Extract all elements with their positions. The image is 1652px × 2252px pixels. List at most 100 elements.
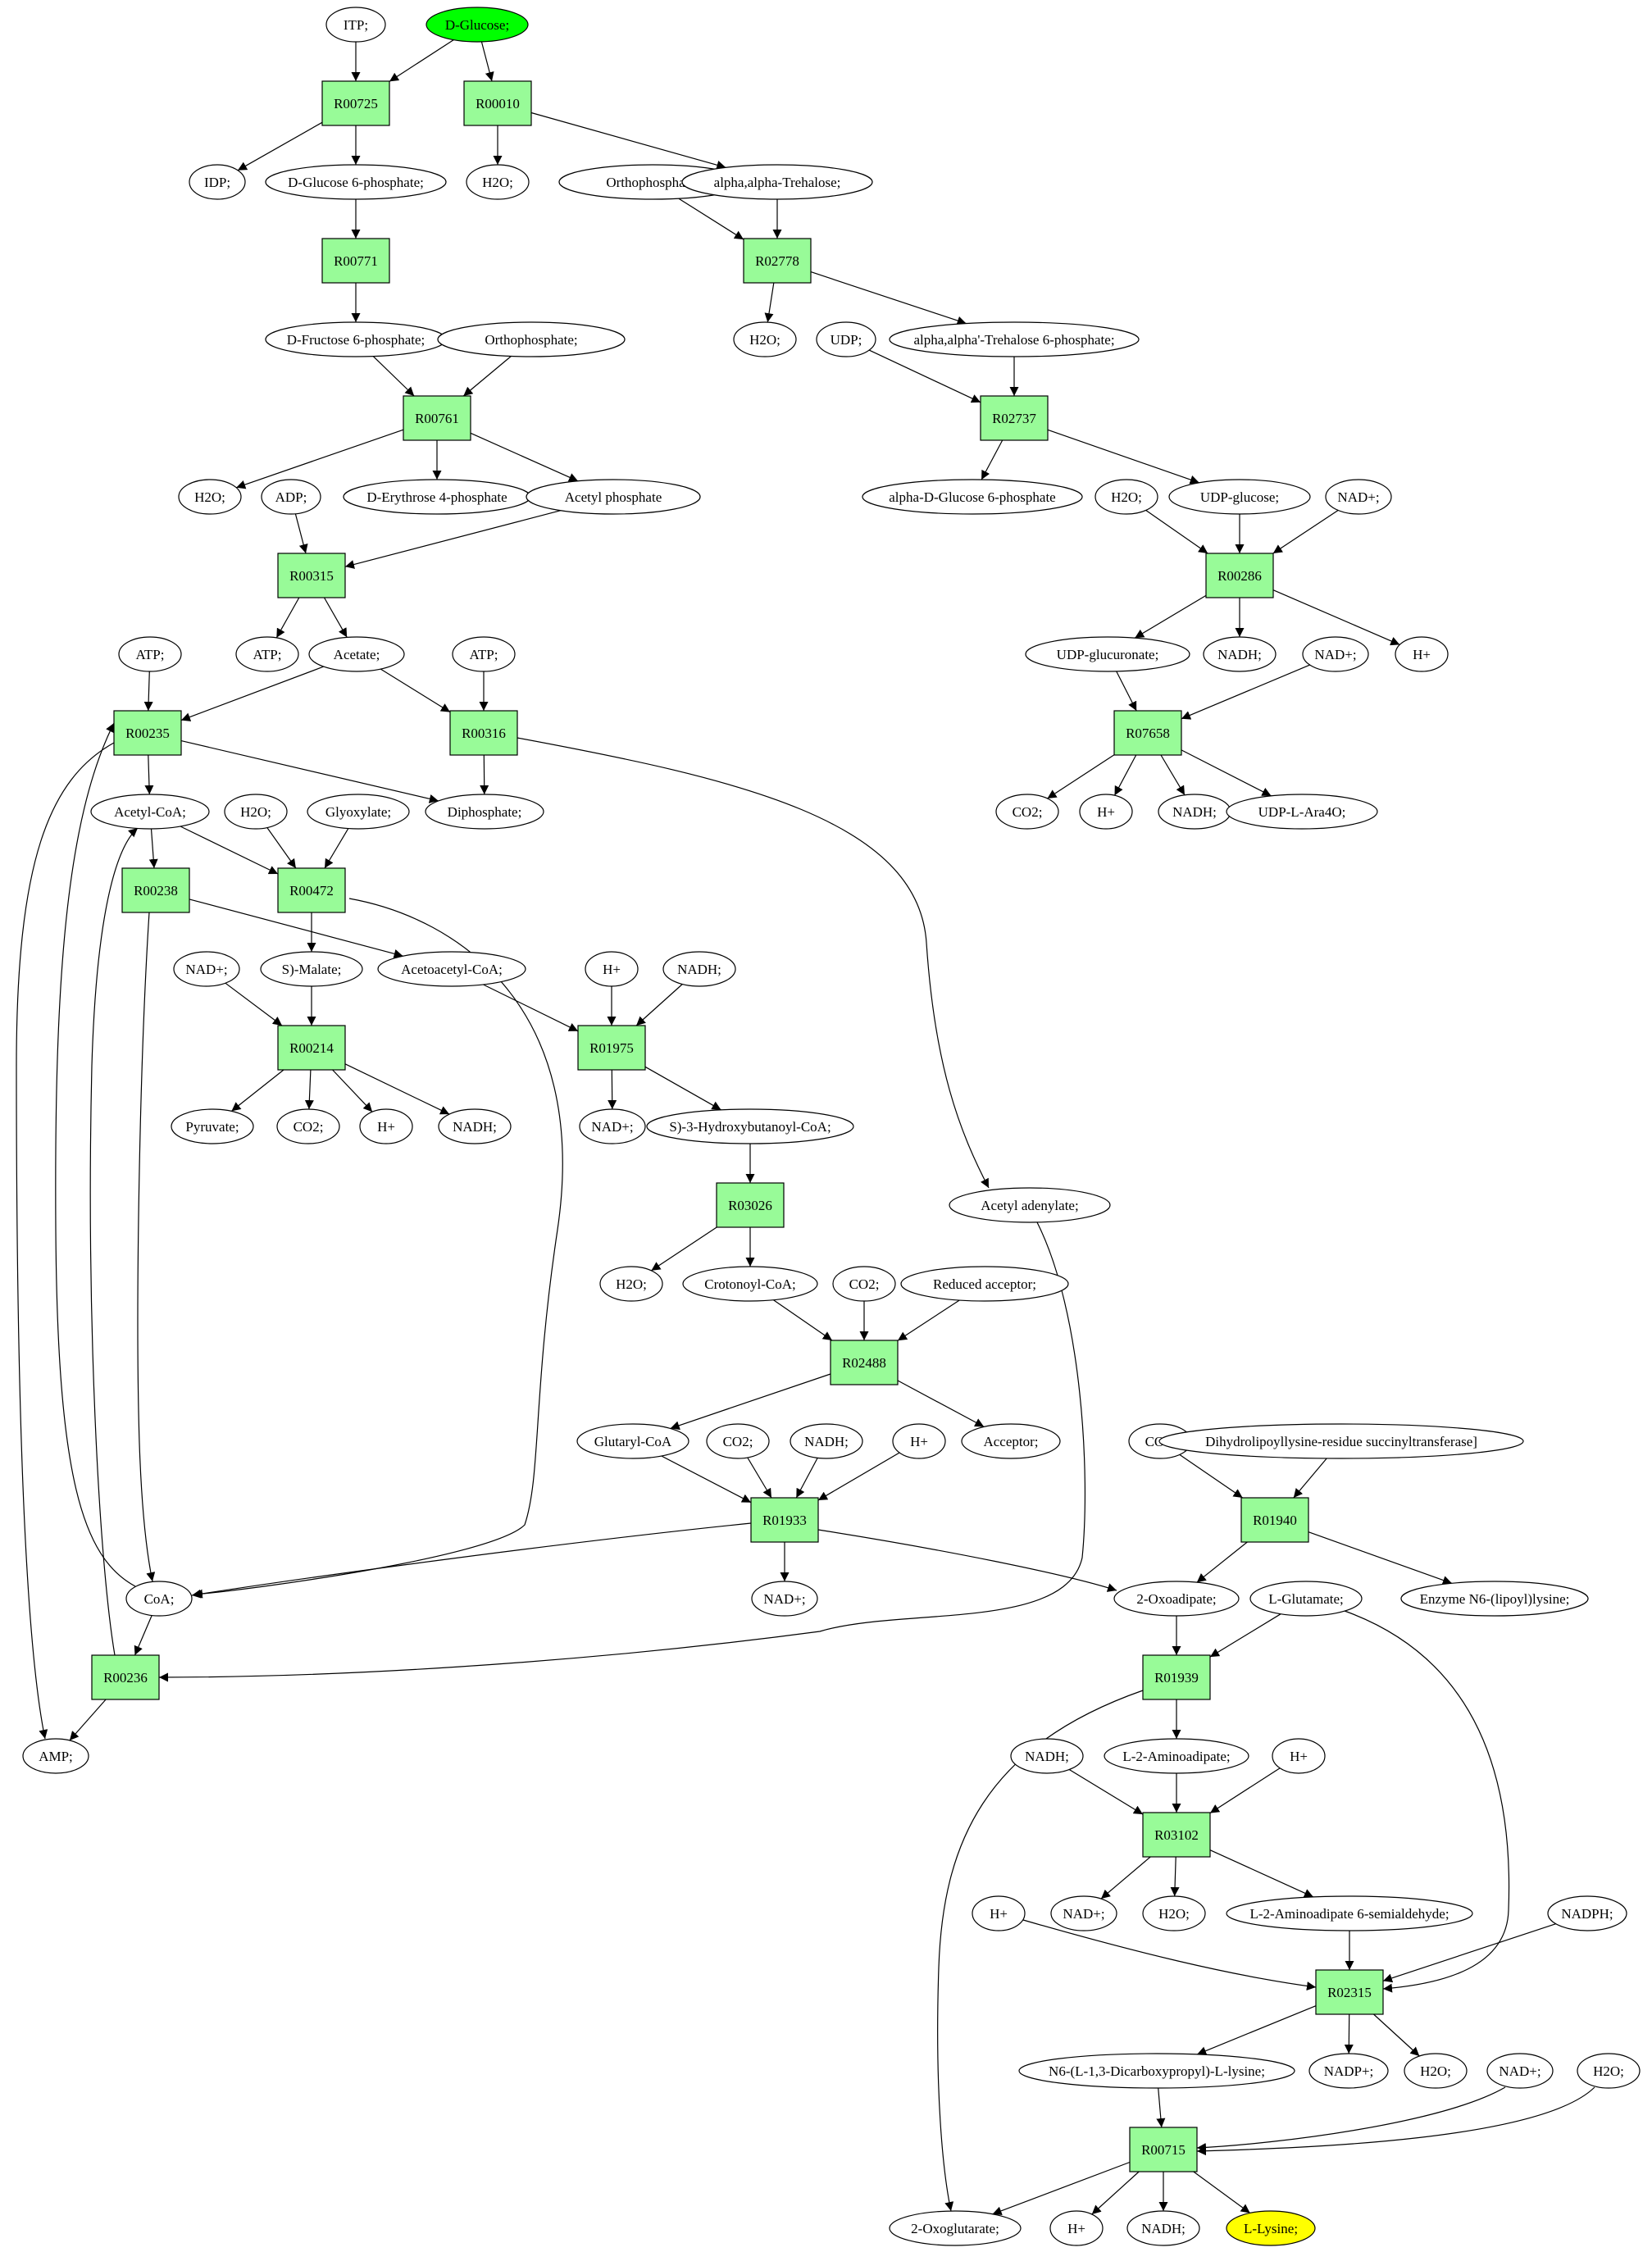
reaction-box — [277, 867, 346, 913]
compound-node-nad_d: NAD+; — [579, 1108, 646, 1144]
edge-r01940-to-enzyme — [1308, 1531, 1453, 1585]
compound-label: 2-Oxoglutarate; — [911, 2221, 999, 2236]
reaction-label: R00472 — [289, 883, 334, 899]
compound-node-acad: Acetyl adenylate; — [949, 1187, 1111, 1223]
reaction-box — [403, 395, 471, 441]
compound-node-h2o_a: H2O; — [466, 164, 530, 200]
compound-label: NAD+; — [1314, 647, 1356, 662]
reaction-box — [1240, 1497, 1309, 1543]
edge-glucose-to-r00010 — [480, 41, 494, 82]
compound-ellipse — [599, 1266, 663, 1302]
compound-node-coa: CoA; — [125, 1581, 193, 1617]
compound-node-co2_a: CO2; — [995, 794, 1059, 830]
compound-ellipse — [437, 321, 626, 357]
reaction-node-r01939: R01939 — [1142, 1654, 1211, 1700]
compound-node-h_h: H+ — [1049, 2210, 1104, 2246]
compound-ellipse — [1400, 1581, 1589, 1617]
reaction-label: R02737 — [992, 411, 1036, 426]
reaction-label: R07658 — [1126, 726, 1170, 741]
compound-node-e4p: D-Erythrose 4-phosphate — [343, 479, 531, 515]
reaction-box — [113, 710, 182, 756]
edge-glucoa-to-r01933 — [661, 1455, 752, 1504]
edge-r01933-to-coa — [191, 1522, 752, 1599]
compound-node-h_f: H+ — [1272, 1738, 1326, 1774]
compound-label: NADPH; — [1561, 1906, 1613, 1922]
edge-glucose-to-r00725 — [389, 39, 454, 82]
compound-ellipse — [1095, 479, 1158, 515]
compound-label: H+ — [1413, 647, 1431, 662]
compound-ellipse — [118, 636, 182, 672]
compound-label: alpha,alpha-Trehalose; — [714, 175, 841, 190]
compound-node-idp: IDP; — [189, 164, 246, 200]
edge-acetate-to-r00316 — [380, 668, 451, 713]
reaction-label: R01975 — [589, 1040, 634, 1056]
compound-node-f6p: D-Fructose 6-phosphate; — [265, 321, 447, 357]
compound-ellipse — [1226, 2210, 1316, 2246]
compound-ellipse — [1302, 636, 1369, 672]
reaction-box — [91, 1654, 160, 1700]
edge-r02737-to-adg1p — [981, 439, 1003, 480]
reaction-node-r00725: R00725 — [321, 80, 390, 126]
compound-node-aacoa: Acetoacetyl-CoA; — [377, 951, 526, 987]
compound-ellipse — [1025, 636, 1190, 672]
compound-label: NAD+; — [1337, 489, 1379, 505]
compound-ellipse — [1079, 794, 1133, 830]
edge-r07658-to-nadh_b — [1160, 754, 1186, 796]
compound-label: L-2-Aminoadipate; — [1122, 1749, 1230, 1764]
reaction-label: R03026 — [728, 1198, 772, 1213]
compound-ellipse — [832, 1266, 896, 1302]
compound-label: NAD+; — [1499, 2063, 1541, 2079]
compound-ellipse — [438, 1108, 512, 1144]
reaction-label: R01940 — [1253, 1513, 1297, 1528]
compound-label: Acetyl-CoA; — [114, 804, 186, 820]
compound-label: L-2-Aminoadipate 6-semialdehyde; — [1249, 1906, 1449, 1922]
compound-label: H+ — [990, 1906, 1008, 1922]
edge-r00715-to-oxoglut — [992, 2161, 1131, 2216]
compound-node-nadh_e: NADH; — [790, 1423, 863, 1459]
edge-r00316-to-dipho — [480, 754, 489, 795]
edge-coa-to-r00235 — [55, 722, 136, 1587]
reaction-label: R02488 — [842, 1355, 886, 1371]
edge-r07658-to-h_b — [1113, 754, 1137, 796]
edge-r00235-to-amp — [16, 742, 115, 1740]
compound-label: Glutaryl-CoA — [594, 1434, 672, 1449]
compound-node-g6p: D-Glucose 6-phosphate; — [265, 164, 447, 200]
compound-ellipse — [995, 794, 1059, 830]
edge-nad_b-to-r07658 — [1181, 664, 1310, 720]
compound-node-h_b: H+ — [1079, 794, 1133, 830]
compound-node-dipho: Diphosphate; — [425, 794, 544, 830]
compound-label: H2O; — [1111, 489, 1142, 505]
compound-node-glyox: Glyoxylate; — [307, 794, 410, 830]
edge-r07658-to-co2_a — [1047, 754, 1115, 799]
edge-r00214-to-h_d — [332, 1069, 373, 1112]
edge-nad_c-to-r00214 — [225, 982, 283, 1026]
compound-node-sacch: N6-(L-1,3-Dicarboxypropyl)-L-lysine; — [1018, 2053, 1295, 2089]
reaction-box — [716, 1182, 785, 1228]
reaction-node-r00715: R00715 — [1129, 2127, 1198, 2172]
compound-label: H+ — [1067, 2221, 1085, 2236]
compound-label: 2-Oxoadipate; — [1136, 1591, 1216, 1607]
compound-node-enzyme: Enzyme N6-(lipoyl)lysine; — [1400, 1581, 1589, 1617]
edge-r00715-to-lysine — [1193, 2171, 1251, 2213]
compound-node-h_e: H+ — [892, 1423, 946, 1459]
compound-label: S)-3-Hydroxybutanoyl-CoA; — [669, 1119, 831, 1135]
reaction-node-r00761: R00761 — [403, 395, 471, 441]
compound-label: N6-(L-1,3-Dicarboxypropyl)-L-lysine; — [1049, 2063, 1265, 2079]
edge-r02778-to-h2o_b — [764, 282, 775, 323]
compound-label: H+ — [1290, 1749, 1308, 1764]
compound-label: ITP; — [344, 17, 368, 33]
edge-udp-to-r02737 — [868, 349, 981, 403]
compound-label: Acetoacetyl-CoA; — [401, 962, 503, 977]
edge-r00316-to-acad — [517, 737, 990, 1189]
compound-node-h2o_i: H2O; — [1577, 2053, 1641, 2089]
compound-node-aad: L-2-Aminoadipate; — [1104, 1738, 1249, 1774]
compound-node-h2o_b: H2O; — [733, 321, 797, 357]
compound-ellipse — [1226, 794, 1378, 830]
compound-ellipse — [260, 951, 363, 987]
compound-ellipse — [178, 479, 242, 515]
reaction-node-r00238: R00238 — [121, 867, 190, 913]
edge-r02737-to-udpglc — [1047, 429, 1199, 485]
compound-node-nadp: NADP+; — [1308, 2053, 1389, 2089]
compound-label: UDP-glucose; — [1200, 489, 1279, 505]
